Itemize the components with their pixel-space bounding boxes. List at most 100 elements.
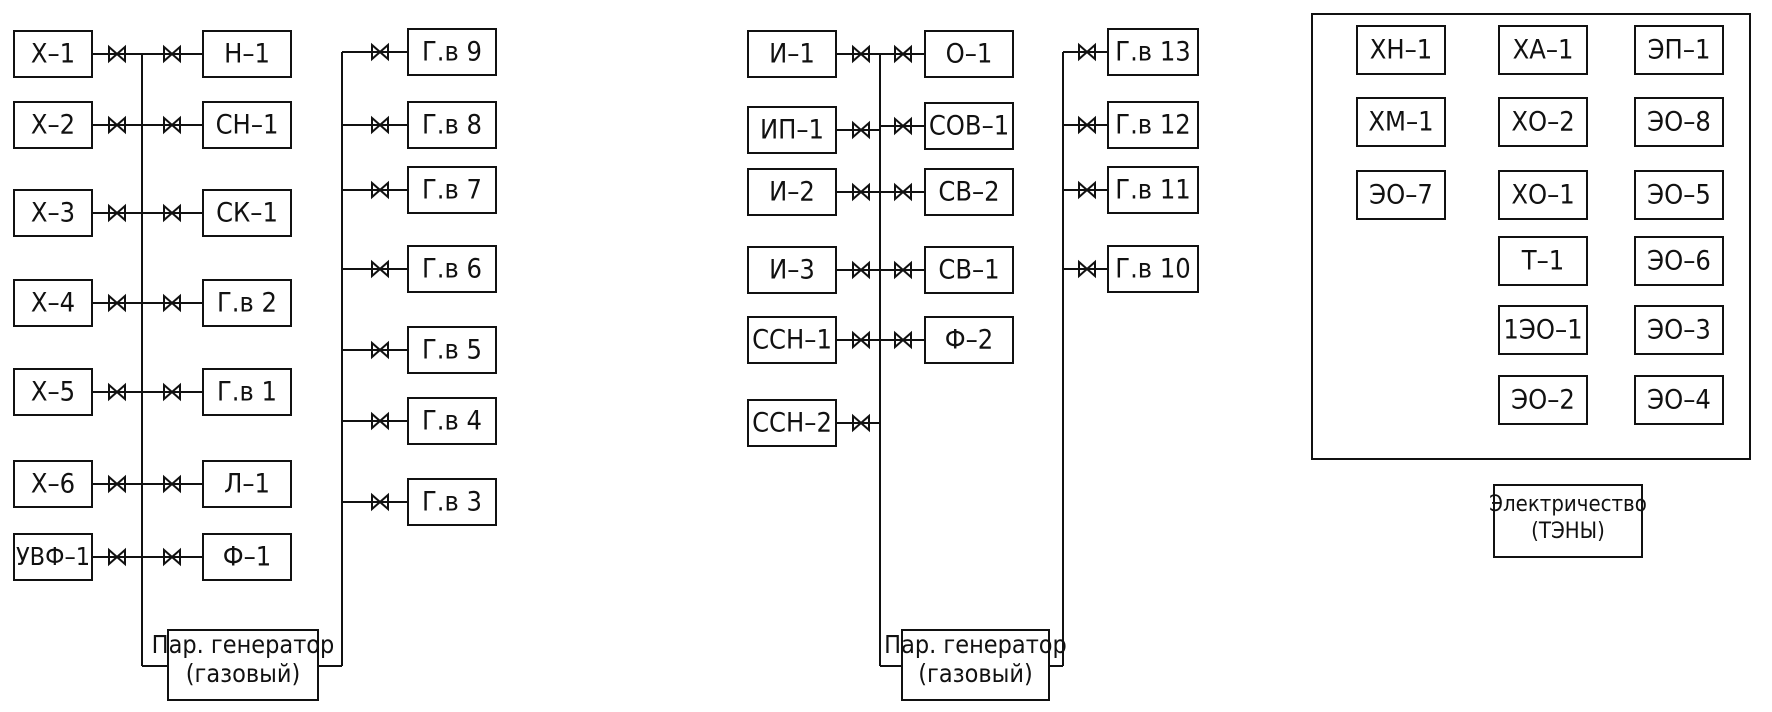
device-box-frame — [202, 368, 292, 416]
group-2: И–1ИП–1И–2И–3ССН–1ССН–2О–1СОВ–1СВ–2СВ–1Ф… — [747, 28, 1199, 701]
gate-valve-icon — [163, 474, 181, 494]
device-box-label: УВФ–1 — [16, 542, 90, 571]
heater-box-label: ХН–1 — [1370, 35, 1433, 66]
gate-valve-icon — [108, 44, 126, 64]
gate-valve-icon — [108, 115, 126, 135]
gate-valve-icon — [852, 260, 870, 280]
heater-box-frame — [1498, 305, 1588, 355]
gate-valve-icon — [108, 547, 126, 567]
device-box-frame — [202, 460, 292, 508]
heater-box-frame — [1356, 170, 1446, 220]
device-box-label: СК–1 — [216, 198, 278, 229]
gate-valve-icon — [163, 547, 181, 567]
device-box-label: Х–5 — [31, 377, 75, 408]
gate-valve-icon — [894, 116, 912, 136]
heater-box: ХН–1 — [1356, 25, 1446, 75]
gate-valve-icon — [371, 492, 389, 512]
device-box: Х–1 — [13, 30, 93, 78]
gate-valve-icon — [371, 411, 389, 431]
device-box-frame — [202, 533, 292, 581]
gate-valve-icon — [163, 293, 181, 313]
device-box-frame — [924, 102, 1014, 150]
device-box-frame — [747, 399, 837, 447]
device-box-label: Г.в 7 — [422, 175, 482, 206]
device-box-label: СОВ–1 — [929, 111, 1009, 142]
device-box: Г.в 5 — [407, 326, 497, 374]
heater-box: ХО–1 — [1498, 170, 1588, 220]
heater-box-frame — [1634, 375, 1724, 425]
gate-valve-icon — [371, 42, 389, 62]
device-box-frame — [407, 166, 497, 214]
device-box-frame — [924, 246, 1014, 294]
heater-box-label: ЭО–6 — [1647, 246, 1711, 277]
heater-box: 1ЭО–1 — [1498, 305, 1588, 355]
device-box-frame — [407, 478, 497, 526]
device-box: Г.в 4 — [407, 397, 497, 445]
gate-valve-icon — [108, 203, 126, 223]
heater-box-frame — [1356, 25, 1446, 75]
heater-box-label: ХО–2 — [1511, 107, 1574, 138]
device-box-label: Г.в 9 — [422, 37, 482, 68]
heater-box-frame — [1634, 25, 1724, 75]
electric-panel-caption: Электричество(ТЭНЫ) — [1489, 484, 1647, 558]
caption-title: Электричество — [1489, 492, 1647, 517]
device-box: Г.в 13 — [1107, 28, 1199, 76]
device-box-label: Г.в 8 — [422, 110, 482, 141]
device-box: Г.в 8 — [407, 101, 497, 149]
device-box-frame — [13, 189, 93, 237]
heater-box-frame — [1498, 25, 1588, 75]
gate-valve-icon — [852, 44, 870, 64]
device-box: И–3 — [747, 246, 837, 294]
gate-valve-icon — [108, 382, 126, 402]
heater-box-frame — [1498, 236, 1588, 286]
device-box-label: Х–4 — [31, 288, 75, 319]
steam-generator-1: Пар. генератор(газовый) — [152, 629, 334, 701]
gate-valve-icon — [163, 203, 181, 223]
heater-box: ЭО–5 — [1634, 170, 1724, 220]
gate-valve-icon — [108, 293, 126, 313]
gate-valve-icon — [371, 340, 389, 360]
device-box: Г.в 10 — [1107, 245, 1199, 293]
device-box-label: Х–1 — [31, 39, 75, 70]
device-box-frame — [407, 245, 497, 293]
device-box-label: Г.в 1 — [217, 377, 277, 408]
device-box-label: И–1 — [769, 39, 815, 70]
device-box-label: Ф–2 — [945, 325, 994, 356]
heater-box-frame — [1498, 375, 1588, 425]
device-box-frame — [747, 316, 837, 364]
device-box-frame — [202, 279, 292, 327]
device-box-label: И–3 — [769, 255, 815, 286]
device-box-label: Г.в 12 — [1115, 110, 1190, 141]
heater-box: ЭО–4 — [1634, 375, 1724, 425]
gate-valve-icon — [852, 182, 870, 202]
device-box: Ф–1 — [202, 533, 292, 581]
heater-box-label: ХА–1 — [1513, 35, 1574, 66]
device-box-frame — [1107, 101, 1199, 149]
gate-valve-icon — [894, 260, 912, 280]
steam-generator-2: Пар. генератор(газовый) — [884, 629, 1067, 701]
heater-box-label: ЭП–1 — [1648, 35, 1711, 66]
device-box-frame — [13, 279, 93, 327]
device-box-label: Г.в 13 — [1115, 37, 1190, 68]
heater-box: ЭО–3 — [1634, 305, 1724, 355]
device-box-label: Г.в 3 — [422, 487, 482, 518]
device-box-frame — [747, 30, 837, 78]
device-box-label: О–1 — [946, 39, 993, 70]
gate-valve-icon — [163, 44, 181, 64]
gate-valve-icon — [371, 115, 389, 135]
heater-box-label: ЭО–3 — [1647, 315, 1711, 346]
gate-valve-icon — [894, 182, 912, 202]
device-box-label: И–2 — [769, 177, 815, 208]
device-box-frame — [202, 30, 292, 78]
device-box-label: Г.в 11 — [1115, 175, 1190, 206]
heater-box-label: ЭО–8 — [1647, 107, 1711, 138]
heater-box: ХМ–1 — [1356, 97, 1446, 147]
device-box-frame — [747, 168, 837, 216]
device-box: Х–4 — [13, 279, 93, 327]
heater-box-label: ХО–1 — [1511, 180, 1574, 211]
device-box-label: ССН–1 — [752, 325, 832, 356]
device-box: Н–1 — [202, 30, 292, 78]
device-box-frame — [1107, 245, 1199, 293]
heater-box-label: ХМ–1 — [1368, 107, 1433, 138]
